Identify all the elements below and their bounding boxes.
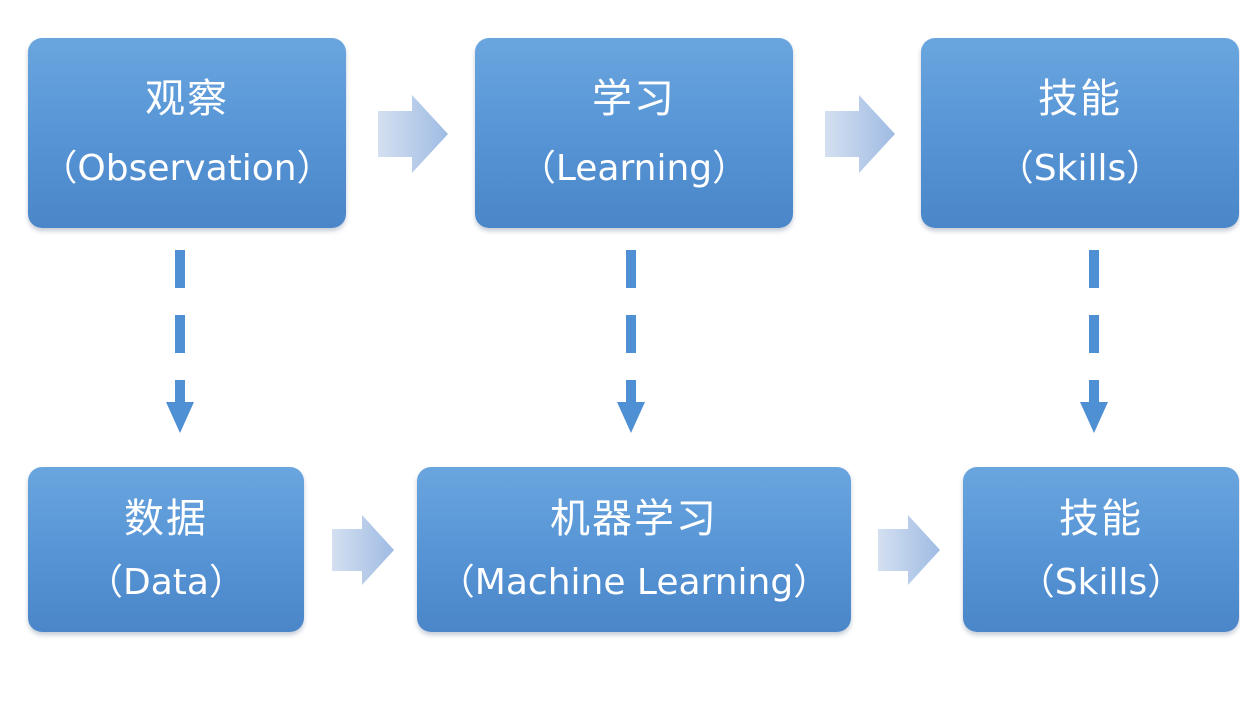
block-arrow-learning-to-skills	[825, 95, 895, 173]
dashed-arrow-observation-to-data	[160, 250, 200, 435]
node-data-en: （Data）	[87, 561, 245, 603]
node-data: 数据 （Data）	[28, 467, 304, 632]
node-skills-bottom: 技能 （Skills）	[963, 467, 1239, 632]
node-skills-top: 技能 （Skills）	[921, 38, 1239, 228]
node-skills-top-en: （Skills）	[997, 148, 1163, 189]
node-observation-zh: 观察	[145, 76, 229, 122]
block-arrow-machine-learning-to-skills	[878, 515, 940, 585]
node-machine-learning-en: （Machine Learning）	[438, 561, 830, 603]
dashed-arrow-learning-to-machine-learning	[611, 250, 651, 435]
node-data-zh: 数据	[124, 495, 208, 542]
node-machine-learning: 机器学习 （Machine Learning）	[417, 467, 851, 632]
node-observation: 观察 （Observation）	[28, 38, 346, 228]
node-learning-zh: 学习	[592, 76, 676, 122]
node-skills-bottom-zh: 技能	[1059, 495, 1143, 542]
dashed-arrow-skills-to-skills	[1074, 250, 1114, 435]
node-learning: 学习 （Learning）	[475, 38, 793, 228]
node-skills-bottom-en: （Skills）	[1018, 561, 1184, 603]
node-learning-en: （Learning）	[519, 148, 749, 189]
block-arrow-data-to-machine-learning	[332, 515, 394, 585]
node-observation-en: （Observation）	[41, 148, 333, 189]
node-skills-top-zh: 技能	[1038, 76, 1122, 122]
block-arrow-observation-to-learning	[378, 95, 448, 173]
node-machine-learning-zh: 机器学习	[550, 495, 718, 542]
